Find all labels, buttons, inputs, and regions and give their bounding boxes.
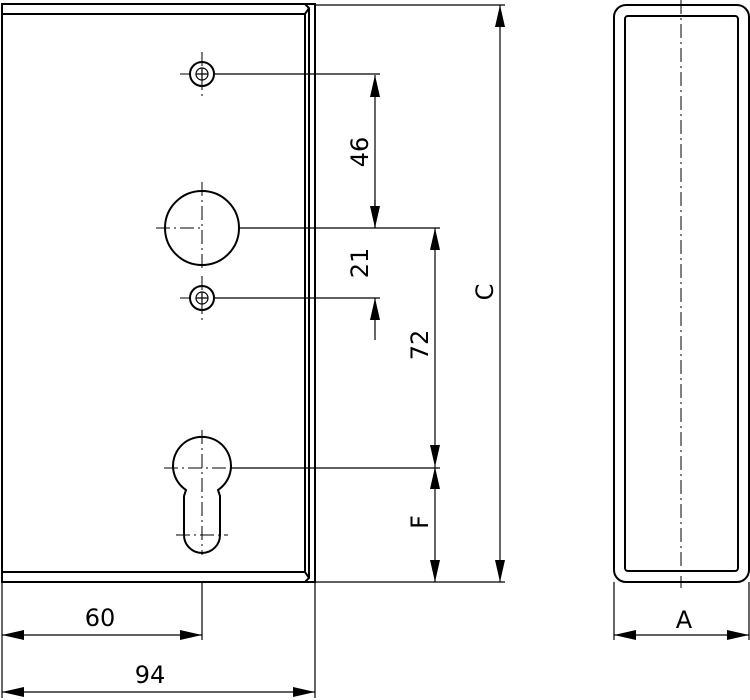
- cylinder-keyhole: [164, 430, 240, 555]
- dim-label-f: F: [406, 515, 434, 529]
- dim-label-72: 72: [406, 330, 434, 361]
- dim-label-c: C: [471, 284, 499, 301]
- dim-label-60: 60: [85, 604, 116, 632]
- plate-outline: [1, 3, 310, 583]
- plate-flange-lines: [2, 7, 310, 579]
- spindle-hole: [156, 182, 240, 272]
- side-flange: [304, 3, 316, 583]
- extension-lines: [1, 4, 750, 698]
- dim-label-a: A: [676, 606, 693, 634]
- dim-label-21: 21: [346, 248, 374, 279]
- dim-label-94: 94: [135, 661, 166, 689]
- front-view: [1, 3, 316, 583]
- side-view: [613, 0, 750, 588]
- dim-label-46: 46: [346, 137, 374, 168]
- upper-screw-hole: [180, 52, 215, 96]
- lower-screw-hole: [180, 276, 215, 320]
- dimension-lines: [2, 5, 749, 697]
